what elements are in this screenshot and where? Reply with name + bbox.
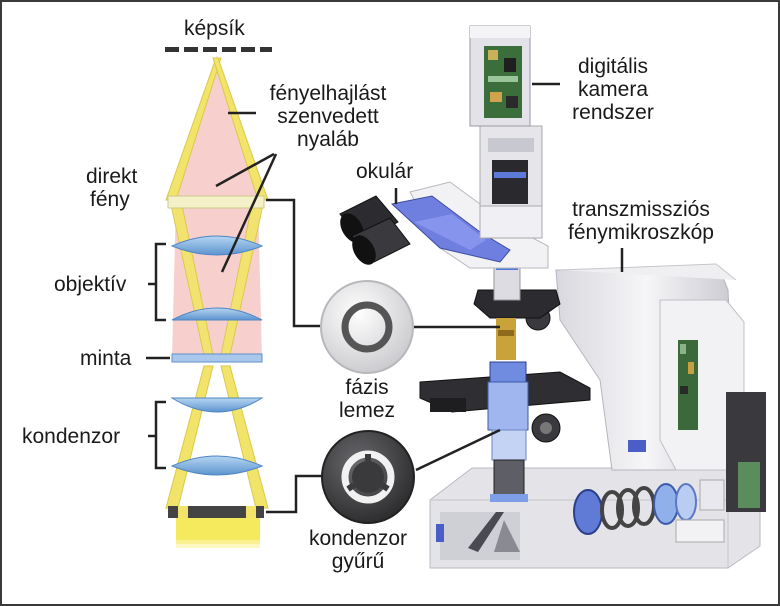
label-camera-line2: kamera [577, 78, 649, 101]
diffracted-pointer-1 [215, 152, 275, 188]
label-diffracted-beam-line3: nyaláb [297, 128, 359, 151]
image-plane-line [165, 47, 272, 52]
label-microscope: transzmissziós fénymikroszkóp [552, 198, 730, 244]
optical-path-diagram [146, 47, 322, 548]
label-microscope-line1: transzmissziós [572, 198, 710, 221]
specimen-slide [171, 353, 263, 363]
label-condenser-ring: kondenzor gyűrű [288, 527, 428, 573]
condenser-ring-connector [266, 474, 322, 514]
digital-camera [469, 25, 531, 127]
objective-bracket [154, 242, 166, 322]
phase-plate-connector [266, 198, 320, 328]
lower-beam-right [220, 365, 269, 509]
label-condenser-ring-line2: gyűrű [331, 550, 385, 573]
label-condenser: kondenzor [22, 425, 121, 448]
label-diffracted-beam: fényelhajlást szenvedett nyaláb [256, 82, 400, 151]
condenser-bracket [154, 400, 166, 470]
phase-plate-bar [167, 195, 265, 209]
label-direct-light: direkt fény [86, 165, 137, 211]
label-camera-line3: rendszer [572, 101, 654, 124]
lower-beam-left [165, 365, 214, 509]
phase-plate-disk [320, 280, 414, 374]
objective-lens-top [170, 235, 264, 256]
objective-lens-bottom [171, 307, 263, 321]
label-condenser-ring-line1: kondenzor [308, 527, 408, 550]
condenser-lens-top [170, 397, 264, 413]
microscope-illustration [339, 25, 766, 569]
condenser-lens-bottom [170, 455, 264, 476]
light-source [176, 518, 260, 544]
label-specimen: minta [80, 347, 132, 370]
label-eyepiece: okulár [356, 160, 414, 183]
condenser-ring-disk [321, 430, 415, 524]
condenser-column [489, 361, 527, 383]
label-microscope-line2: fénymikroszkóp [568, 221, 714, 244]
label-image-plane: képsík [184, 17, 245, 40]
label-diffracted-beam-line2: szenvedett [277, 105, 379, 128]
label-direct-light-line1: direkt [86, 165, 138, 188]
condenser-annulus [168, 506, 264, 518]
diffracted-pointer-2 [220, 153, 278, 273]
label-phase-plate: fázis lemez [325, 376, 409, 422]
eyepieces [339, 195, 411, 265]
label-camera: digitális kamera rendszer [558, 55, 668, 124]
label-camera-line1: digitális [577, 55, 649, 78]
condenser-ring-to-microscope [415, 428, 501, 472]
label-objective: objektív [54, 273, 127, 296]
label-direct-light-line2: fény [90, 188, 130, 211]
label-phase-plate-line2: lemez [338, 399, 396, 422]
label-diffracted-beam-line1: fényelhajlást [269, 82, 387, 105]
base-collector-lenses [436, 479, 725, 543]
label-phase-plate-line1: fázis [345, 376, 389, 399]
